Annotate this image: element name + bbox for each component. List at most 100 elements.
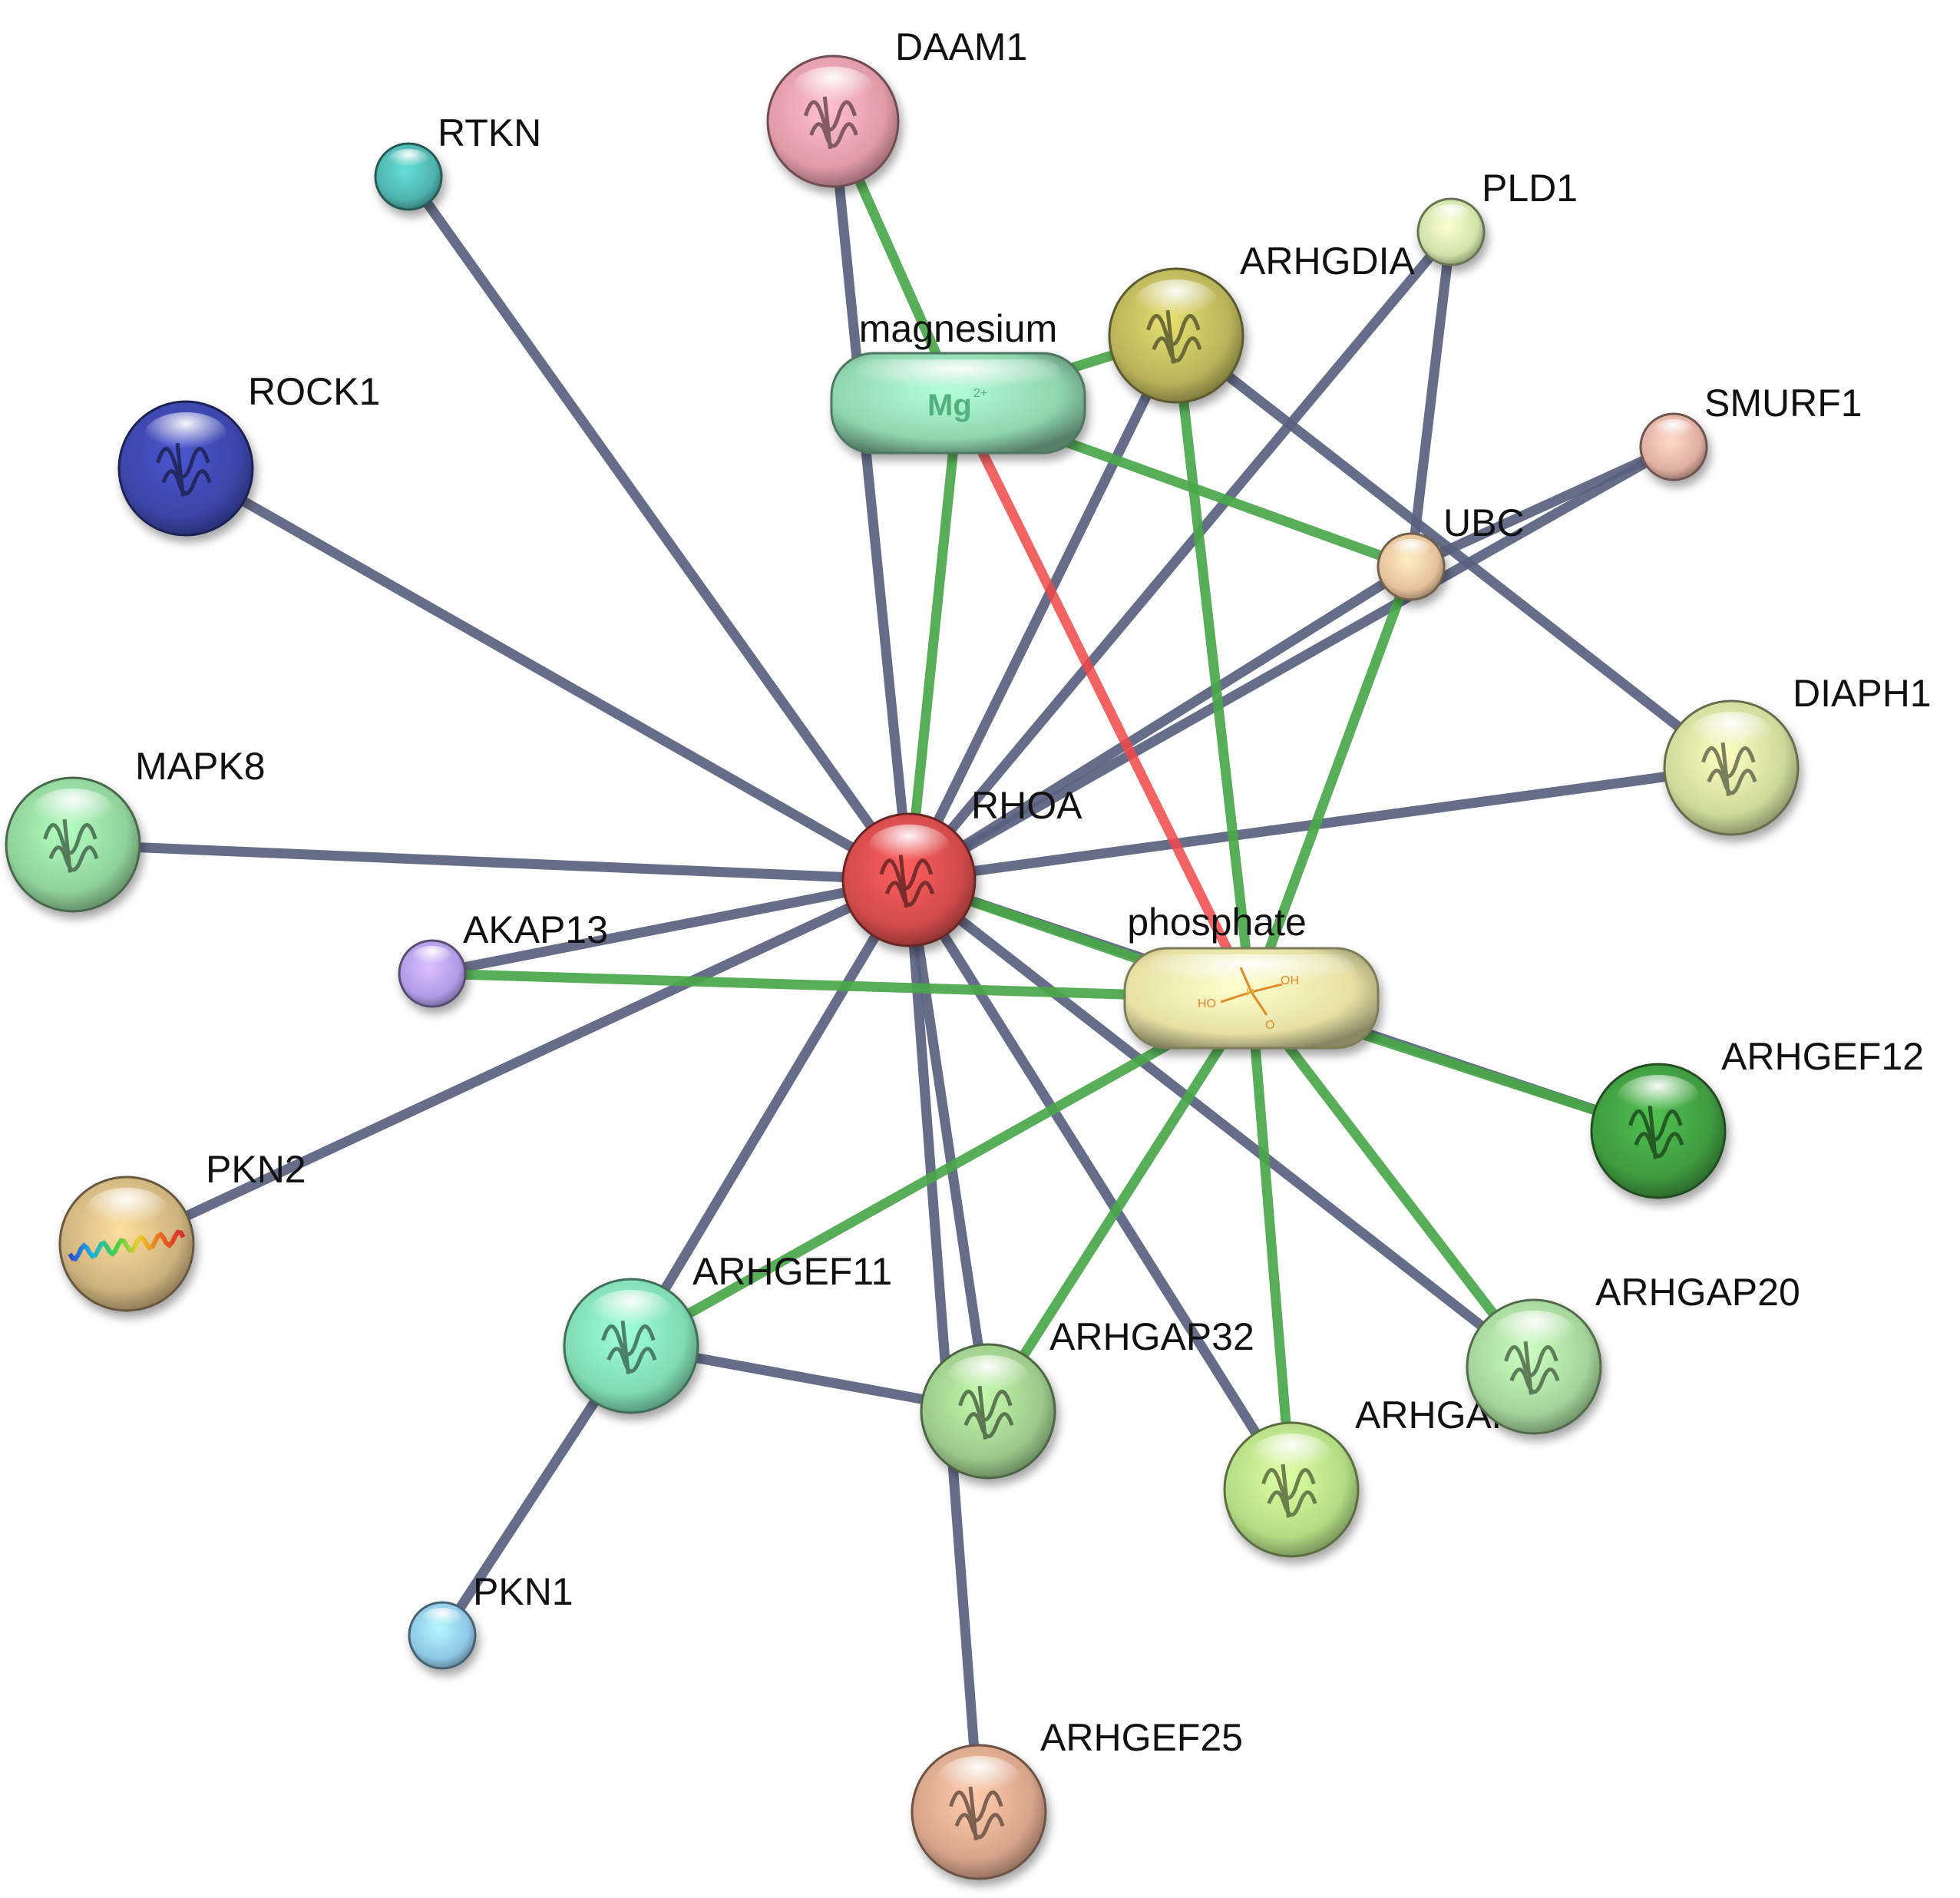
- PKN2-gloss: [85, 1187, 168, 1234]
- ARHGAP32-gloss: [947, 1354, 1030, 1401]
- node-smurf1[interactable]: SMURF1: [1639, 382, 1862, 481]
- node-label-ubc: UBC: [1443, 501, 1525, 544]
- edge-rhoa-pld1: [904, 227, 1456, 885]
- DIAPH1-gloss: [1690, 711, 1773, 758]
- DAAM1-gloss: [792, 66, 874, 111]
- phosphate-oh-left-atom: HO: [1198, 997, 1216, 1010]
- node-label-pkn2: PKN2: [206, 1148, 306, 1191]
- edge-arhgap20-phosphate: [1246, 993, 1539, 1372]
- node-label-rock1: ROCK1: [248, 370, 380, 413]
- SMURF1-gloss: [1653, 418, 1694, 442]
- edge-ubc-smurf1: [1406, 441, 1679, 572]
- ARHGEF12-gloss: [1617, 1074, 1700, 1121]
- node-arhgap32[interactable]: ARHGAP32: [920, 1315, 1254, 1480]
- node-diaph1[interactable]: DIAPH1: [1663, 672, 1932, 836]
- edge-rhoa-arhgap20: [904, 875, 1539, 1372]
- mapk8-protein-structure-icon: [43, 818, 99, 873]
- node-rtkn[interactable]: RTKN: [374, 111, 541, 211]
- phosphate-gloss: [1148, 954, 1355, 993]
- magnesium-gloss: [854, 359, 1062, 398]
- edge-arhgap1-phosphate: [1246, 993, 1297, 1495]
- edge-rhoa-arhgap32: [904, 875, 993, 1417]
- arhgap32-protein-structure-icon: [958, 1385, 1014, 1440]
- phosphate-oh-right-atom: OH: [1281, 974, 1299, 987]
- node-arhgef12[interactable]: ARHGEF12: [1590, 1035, 1924, 1199]
- node-label-arhgef11: ARHGEF11: [692, 1250, 892, 1293]
- node-pkn2[interactable]: PKN2: [58, 1148, 306, 1312]
- edge-rhoa-daam1: [828, 116, 914, 885]
- ARHGEF25-gloss: [937, 1755, 1020, 1802]
- edge-rhoa-ubc: [904, 561, 1416, 885]
- arhgap1-protein-structure-icon: [1261, 1463, 1317, 1518]
- phosphate-o-atom: O: [1265, 1019, 1274, 1032]
- node-label-daam1: DAAM1: [895, 25, 1027, 68]
- edge-akap13-phosphate: [427, 968, 1257, 1004]
- phosphate-structure-icon: P HO OH O: [1198, 967, 1299, 1032]
- magnesium-charge: 2+: [973, 387, 987, 400]
- node-ubc[interactable]: UBC: [1377, 501, 1525, 601]
- node-label-arhgef12: ARHGEF12: [1721, 1035, 1924, 1078]
- ARHGDIA-gloss: [1135, 279, 1218, 326]
- node-pkn1[interactable]: PKN1: [408, 1570, 573, 1670]
- edge-rhoa-mapk8: [68, 839, 914, 885]
- RTKN-gloss: [388, 148, 429, 172]
- node-label-arhgap20: ARHGAP20: [1595, 1271, 1800, 1314]
- edge-arhgap32-phosphate: [983, 993, 1257, 1417]
- edge-arhgdia-phosphate: [1171, 330, 1257, 1004]
- node-rhoa[interactable]: RHOA: [841, 784, 1082, 947]
- edge-rhoa-arhgdia: [904, 330, 1182, 885]
- edge-rhoa-pkn2: [121, 875, 914, 1249]
- nodes-layer: RHOADAAM1RTKNROCK1MAPK8AKAP13PKN2ARHGEF1…: [5, 25, 1932, 1880]
- node-arhgap20[interactable]: ARHGAP20: [1466, 1271, 1800, 1435]
- ARHGAP1-gloss: [1250, 1433, 1333, 1480]
- edge-ubc-phosphate: [1246, 561, 1416, 1004]
- node-label-arhgef25: ARHGEF25: [1040, 1716, 1243, 1759]
- node-label-phosphate: phosphate: [1127, 901, 1307, 944]
- magnesium-ion-icon: Mg: [927, 389, 972, 422]
- node-arhgef25[interactable]: ARHGEF25: [911, 1716, 1243, 1880]
- node-label-arhgap32: ARHGAP32: [1049, 1315, 1254, 1358]
- edge-arhgef11-phosphate: [626, 993, 1257, 1351]
- edge-rhoa-akap13: [427, 875, 914, 979]
- node-label-pld1: PLD1: [1482, 167, 1578, 210]
- edge-rhoa-arhgef11: [626, 875, 914, 1351]
- arhgdia-protein-structure-icon: [1146, 309, 1202, 364]
- node-arhgdia[interactable]: ARHGDIA: [1108, 240, 1415, 404]
- MAPK8-gloss: [31, 788, 114, 835]
- node-daam1[interactable]: DAAM1: [766, 25, 1027, 188]
- node-mapk8[interactable]: MAPK8: [5, 745, 266, 913]
- node-rock1[interactable]: ROCK1: [117, 370, 380, 537]
- edge-rhoa-smurf1: [904, 441, 1679, 885]
- node-arhgef11[interactable]: ARHGEF11: [563, 1250, 892, 1414]
- phosphate-p-atom: P: [1246, 987, 1254, 1000]
- PKN1-gloss: [421, 1607, 463, 1631]
- arhgef25-protein-structure-icon: [949, 1786, 1005, 1840]
- ARHGAP20-gloss: [1492, 1310, 1575, 1357]
- node-label-rhoa: RHOA: [971, 784, 1082, 827]
- node-label-akap13: AKAP13: [463, 908, 608, 951]
- UBC-gloss: [1390, 538, 1432, 562]
- node-label-rtkn: RTKN: [438, 111, 541, 154]
- node-label-pkn1: PKN1: [473, 1570, 573, 1613]
- RHOA-gloss: [868, 824, 950, 870]
- node-akap13[interactable]: AKAP13: [398, 908, 608, 1008]
- AKAP13-gloss: [412, 945, 453, 969]
- rock1-protein-structure-icon: [156, 442, 212, 497]
- ROCK1-gloss: [144, 412, 227, 458]
- edge-rhoa-rtkn: [403, 171, 914, 885]
- arhgef11-protein-structure-icon: [601, 1320, 657, 1374]
- pkn2-helix-icon: [68, 1229, 186, 1261]
- ARHGEF11-gloss: [590, 1289, 673, 1336]
- edge-rhoa-rock1: [180, 463, 914, 885]
- edge-rhoa-magnesium: [904, 398, 963, 885]
- edge-pld1-ubc: [1406, 227, 1456, 572]
- daam1-protein-structure-icon: [803, 96, 858, 149]
- edges-layer: [68, 116, 1737, 1817]
- diaph1-protein-structure-icon: [1701, 742, 1757, 796]
- node-label-mapk8: MAPK8: [135, 745, 266, 788]
- node-label-diaph1: DIAPH1: [1793, 672, 1932, 715]
- node-pld1[interactable]: PLD1: [1416, 167, 1578, 266]
